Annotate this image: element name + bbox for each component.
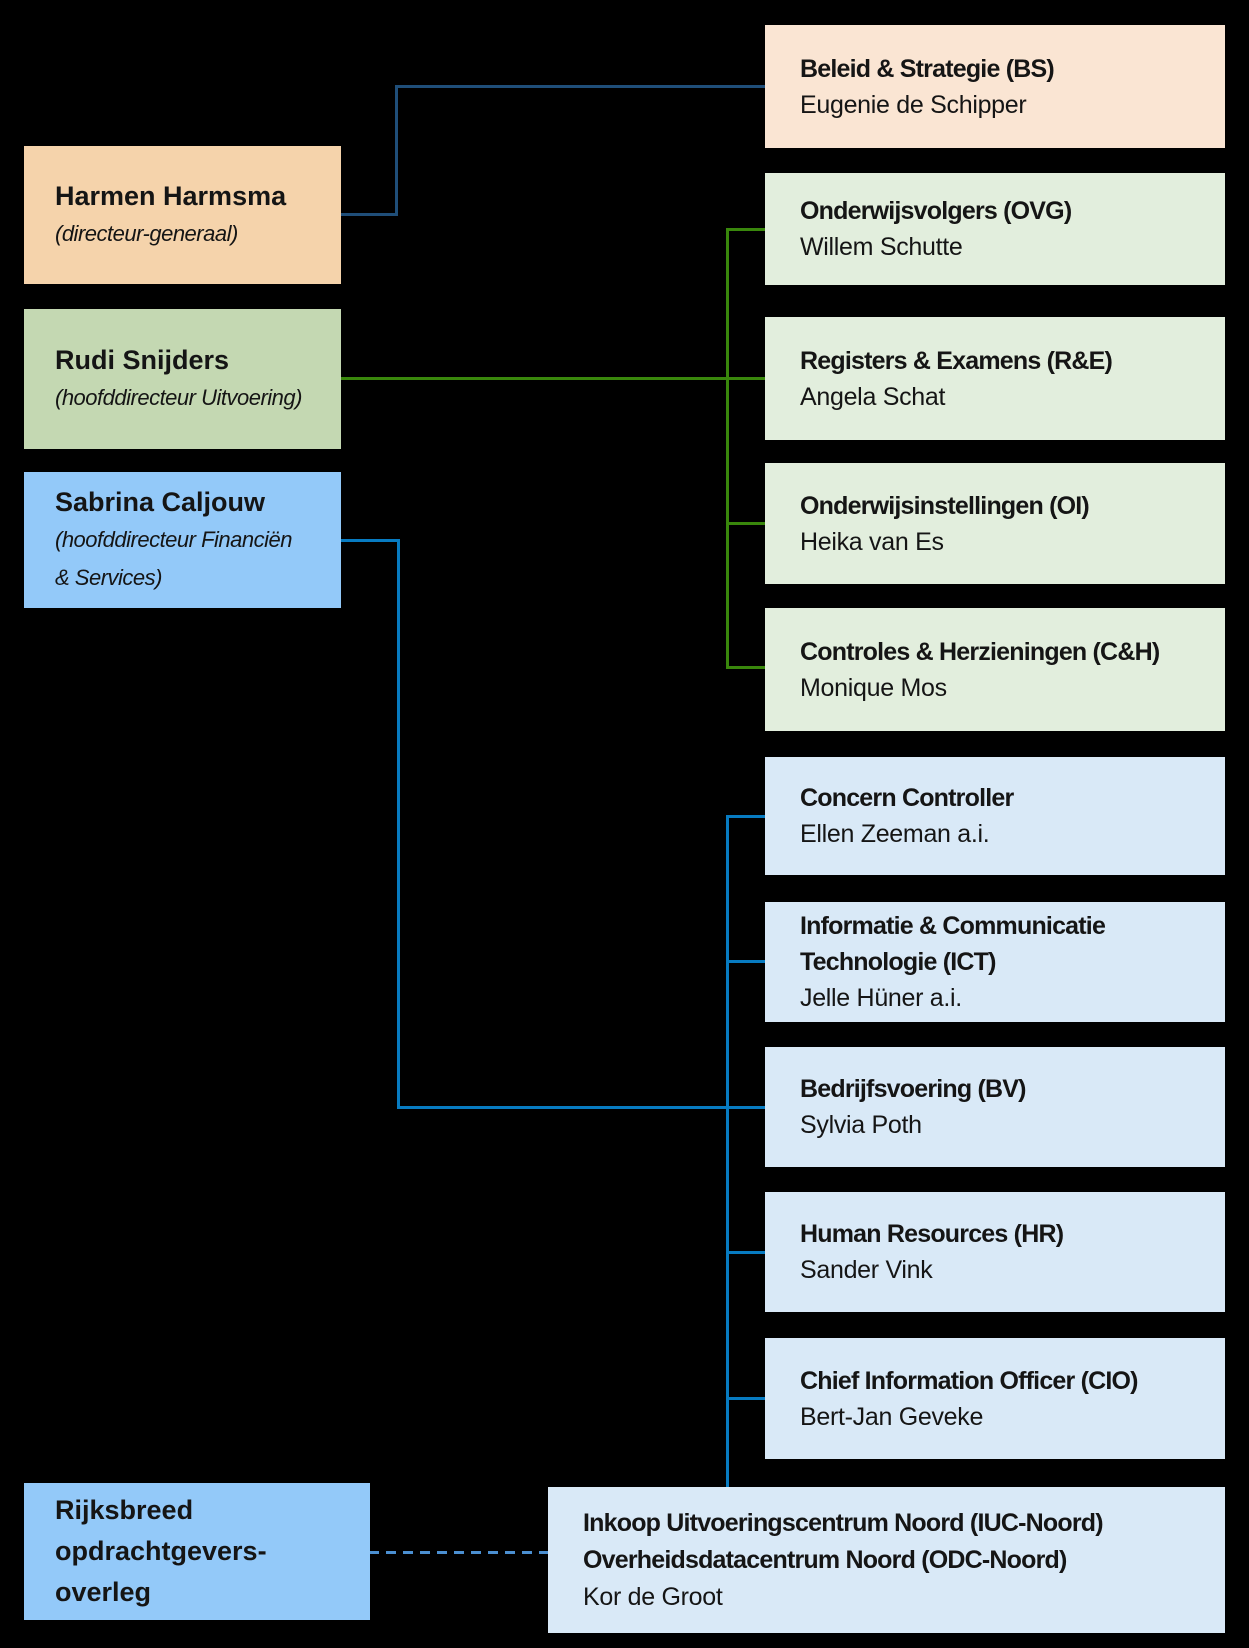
unit-title: Registers & Examens (R&E) [800, 346, 1113, 375]
org-node-bedrijfsvoering: Bedrijfsvoering (BV) Sylvia Poth [765, 1047, 1225, 1167]
person-role-continued: & Services) [55, 565, 162, 590]
org-node-ict: Informatie & Communicatie Technologie (I… [765, 902, 1225, 1022]
connector-uitvoering-main [341, 377, 765, 380]
node-title: overleg [55, 1577, 152, 1607]
connector-stub-ovg [726, 228, 765, 231]
unit-head-name: Monique Mos [800, 673, 947, 702]
org-node-rijksbreed-overleg: Rijksbreed opdrachtgevers- overleg [24, 1483, 370, 1620]
unit-title: Concern Controller [800, 784, 1014, 812]
person-role: (directeur-generaal) [55, 221, 238, 246]
unit-head-name: Sander Vink [800, 1256, 933, 1284]
unit-head-name: Ellen Zeeman a.i. [800, 820, 990, 848]
org-node-iuc-odc-noord: Inkoop Uitvoeringscentrum Noord (IUC-Noo… [548, 1487, 1225, 1633]
unit-head-name: Jelle Hüner a.i. [800, 984, 962, 1012]
unit-title: Bedrijfsvoering (BV) [800, 1075, 1027, 1103]
org-node-beleid-strategie: Beleid & Strategie (BS) Eugenie de Schip… [765, 25, 1225, 148]
unit-title: Chief Information Officer (CIO) [800, 1366, 1139, 1395]
connector-financien-vertical [397, 539, 400, 1109]
unit-title: Beleid & Strategie (BS) [800, 54, 1055, 83]
connector-dg-vertical [395, 85, 398, 216]
connector-stub-oi [726, 522, 765, 525]
unit-head-name: Willem Schutte [800, 233, 963, 261]
unit-head-name: Eugenie de Schipper [800, 90, 1027, 119]
connector-blue-trunk [726, 815, 729, 1487]
connector-stub-ch [726, 666, 765, 669]
connector-stub-hr [726, 1251, 765, 1254]
org-node-directeur-generaal: Harmen Harmsma (directeur-generaal) [24, 146, 341, 284]
unit-head-name: Angela Schat [800, 382, 946, 411]
org-node-controles-herzieningen: Controles & Herzieningen (C&H) Monique M… [765, 608, 1225, 731]
connector-dg-to-bs [395, 85, 765, 88]
unit-title-continued: Overheidsdatacentrum Noord (ODC-Noord) [583, 1545, 1067, 1574]
person-name: Sabrina Caljouw [55, 487, 266, 517]
connector-stub-cc [726, 815, 765, 818]
connector-stub-cio [726, 1397, 765, 1400]
unit-title-continued: Technologie (ICT) [800, 948, 996, 976]
person-name: Rudi Snijders [55, 345, 230, 375]
connector-green-trunk [726, 228, 729, 669]
unit-title: Human Resources (HR) [800, 1220, 1064, 1248]
org-node-registers-examens: Registers & Examens (R&E) Angela Schat [765, 317, 1225, 440]
unit-title: Inkoop Uitvoeringscentrum Noord (IUC-Noo… [583, 1508, 1104, 1537]
unit-head-name: Heika van Es [800, 527, 944, 556]
person-role: (hoofddirecteur Uitvoering) [55, 385, 302, 410]
unit-title: Informatie & Communicatie [800, 912, 1106, 940]
unit-head-name: Sylvia Poth [800, 1111, 922, 1139]
unit-title: Controles & Herzieningen (C&H) [800, 637, 1160, 666]
unit-head-name: Kor de Groot [583, 1582, 723, 1611]
connector-dg-horizontal [341, 213, 398, 216]
org-node-concern-controller: Concern Controller Ellen Zeeman a.i. [765, 757, 1225, 875]
connector-stub-ict [726, 960, 765, 963]
org-node-onderwijsinstellingen: Onderwijsinstellingen (OI) Heika van Es [765, 463, 1225, 584]
org-node-cio: Chief Information Officer (CIO) Bert-Jan… [765, 1338, 1225, 1459]
unit-title: Onderwijsvolgers (OVG) [800, 197, 1072, 225]
node-title: Rijksbreed [55, 1495, 194, 1525]
unit-head-name: Bert-Jan Geveke [800, 1402, 984, 1431]
connector-financien-horizontal [341, 539, 400, 542]
org-node-onderwijsvolgers: Onderwijsvolgers (OVG) Willem Schutte [765, 173, 1225, 285]
connector-rijksbreed-dashed [369, 1551, 548, 1554]
node-title: opdrachtgevers- [55, 1536, 267, 1566]
org-node-human-resources: Human Resources (HR) Sander Vink [765, 1192, 1225, 1312]
org-node-hoofddirecteur-financien: Sabrina Caljouw (hoofddirecteur Financië… [24, 472, 341, 608]
connector-financien-main [397, 1106, 765, 1109]
person-name: Harmen Harmsma [55, 181, 287, 211]
unit-title: Onderwijsinstellingen (OI) [800, 491, 1090, 520]
person-role: (hoofddirecteur Financiën [55, 527, 292, 552]
org-node-hoofddirecteur-uitvoering: Rudi Snijders (hoofddirecteur Uitvoering… [24, 309, 341, 449]
